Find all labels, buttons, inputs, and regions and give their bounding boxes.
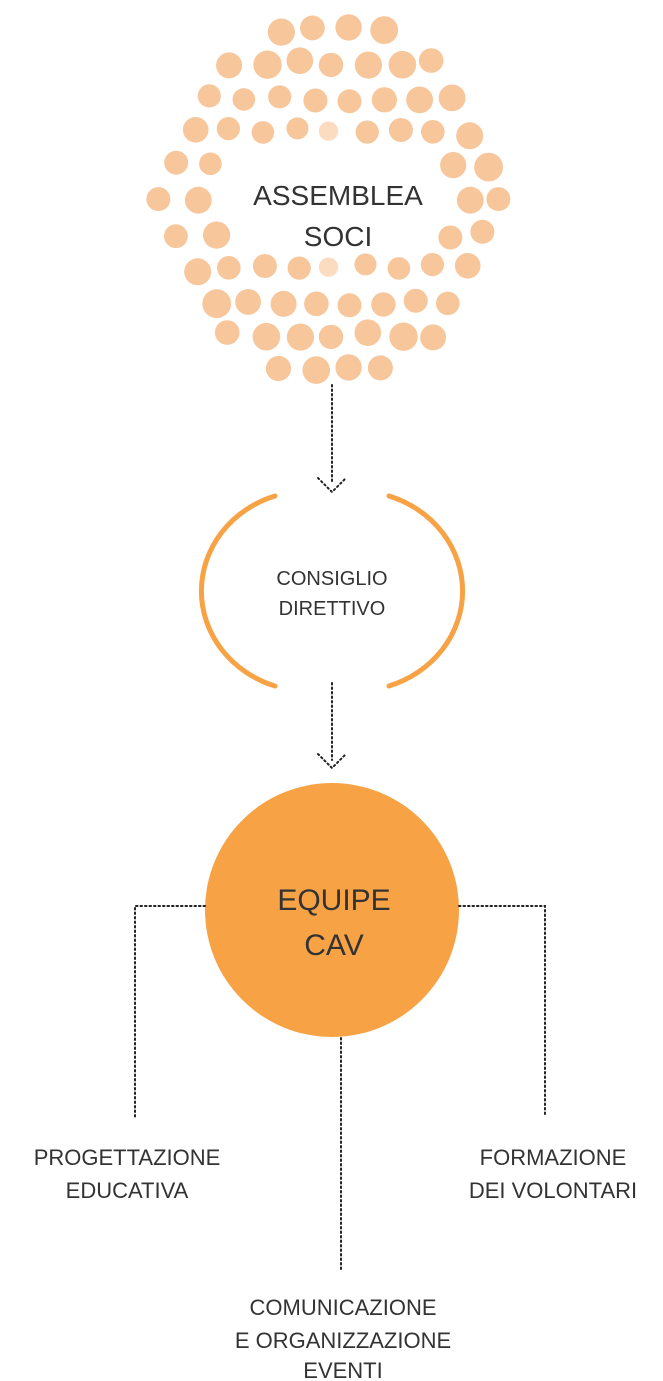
cluster-dot — [203, 221, 231, 249]
cluster-dot — [287, 256, 311, 280]
cluster-dot — [354, 253, 377, 276]
cluster-dot — [470, 219, 495, 244]
progettazione-label-line2: EDUCATIVA — [66, 1178, 189, 1203]
consiglio-label-line2: DIRETTIVO — [279, 598, 386, 620]
cluster-dot — [286, 323, 314, 351]
cluster-dot — [268, 85, 292, 109]
left-bracket-arc — [198, 493, 278, 689]
cluster-dot — [199, 152, 222, 176]
cluster-dot — [456, 186, 484, 214]
cluster-dot — [286, 117, 309, 140]
right-bracket-arc — [386, 493, 466, 689]
cluster-dot — [354, 51, 382, 79]
cluster-dot — [184, 258, 212, 286]
cluster-dot — [252, 322, 281, 351]
cluster-dot — [265, 355, 292, 382]
cluster-dot — [389, 322, 418, 351]
cluster-dot — [403, 288, 428, 313]
cluster-dot — [354, 319, 382, 347]
connector-progettazione — [134, 905, 206, 1119]
progettazione-educativa-node: PROGETTAZIONE EDUCATIVA — [34, 1145, 221, 1203]
equipe-label-line1: EQUIPE — [277, 884, 390, 917]
cluster-dot — [370, 16, 399, 44]
cluster-dot — [406, 86, 433, 114]
consiglio-direttivo-node: CONSIGLIO DIRETTIVO — [198, 493, 466, 689]
equipe-label-line2: CAV — [304, 929, 363, 962]
cluster-dot — [486, 187, 511, 212]
cluster-dot — [184, 186, 212, 214]
cluster-dot — [318, 324, 344, 350]
assemblea-label-line1: ASSEMBLEA — [253, 180, 423, 211]
cluster-dot — [251, 121, 275, 144]
comunicazione-label-line3: EVENTI — [303, 1358, 382, 1381]
cluster-dot — [438, 84, 466, 112]
cluster-dot — [214, 320, 240, 345]
cluster-dot — [440, 152, 467, 179]
assemblea-soci-node: ASSEMBLEA SOCI — [253, 180, 423, 252]
cluster-dot — [304, 291, 329, 317]
cluster-dot — [318, 52, 344, 78]
cluster-dot — [164, 150, 189, 175]
equipe-cav-node: EQUIPE CAV — [205, 783, 459, 1037]
cluster-dot — [371, 87, 397, 113]
cluster-dot — [267, 18, 295, 46]
cluster-dot — [421, 120, 445, 144]
cluster-dot — [335, 354, 362, 381]
cluster-dot — [371, 292, 396, 317]
cluster-dot — [387, 257, 411, 280]
consiglio-label-line1: CONSIGLIO — [276, 568, 387, 590]
cluster-dot — [302, 356, 331, 384]
equipe-circle — [205, 783, 459, 1037]
formazione-volontari-node: FORMAZIONE DEI VOLONTARI — [469, 1145, 637, 1203]
cluster-dot — [164, 224, 188, 249]
cluster-dot — [146, 187, 171, 212]
cluster-dot — [217, 255, 241, 280]
cluster-dot — [474, 152, 503, 182]
cluster-dot — [337, 89, 362, 114]
cluster-dot — [235, 289, 261, 315]
cluster-dot — [420, 253, 444, 277]
cluster-dot — [418, 48, 444, 73]
cluster-dot — [252, 254, 277, 278]
cluster-dot — [270, 290, 297, 317]
cluster-dot — [436, 291, 460, 316]
connector-assemblea-consiglio — [317, 384, 347, 494]
cluster-dot — [337, 293, 362, 318]
cluster-dot — [303, 88, 328, 113]
cluster-dot — [197, 84, 221, 108]
cluster-dot — [216, 52, 243, 79]
cluster-dot — [286, 47, 314, 74]
cluster-dot — [202, 289, 232, 319]
formazione-label-line1: FORMAZIONE — [480, 1145, 627, 1170]
cluster-dot — [388, 50, 417, 79]
cluster-dot — [232, 88, 256, 111]
cluster-dot — [388, 118, 413, 142]
cluster-dot — [318, 257, 339, 277]
cluster-dot — [367, 355, 393, 381]
cluster-dot — [420, 324, 447, 351]
assemblea-dot-cluster-icon — [146, 14, 511, 384]
comunicazione-label-line1: COMUNICAZIONE — [250, 1295, 437, 1320]
cluster-dot — [335, 14, 362, 41]
progettazione-label-line1: PROGETTAZIONE — [34, 1145, 221, 1170]
comunicazione-label-line2: E ORGANIZZAZIONE — [235, 1328, 451, 1353]
comunicazione-eventi-node: COMUNICAZIONE E ORGANIZZAZIONE EVENTI — [235, 1295, 451, 1381]
chevron-down-icon — [317, 753, 347, 770]
cluster-dot — [454, 252, 481, 279]
cluster-dot — [300, 15, 325, 41]
cluster-dot — [216, 117, 240, 141]
cluster-dot — [318, 121, 339, 141]
connector-consiglio-equipe — [317, 682, 347, 770]
formazione-label-line2: DEI VOLONTARI — [469, 1178, 637, 1203]
chevron-down-icon — [317, 477, 347, 494]
cluster-dot — [355, 120, 379, 144]
cluster-dot — [456, 122, 484, 150]
cluster-dot — [438, 225, 463, 250]
assemblea-label-line2: SOCI — [304, 221, 372, 252]
cluster-dot — [253, 50, 282, 79]
cluster-dot — [182, 117, 209, 143]
connector-formazione — [458, 905, 546, 1116]
